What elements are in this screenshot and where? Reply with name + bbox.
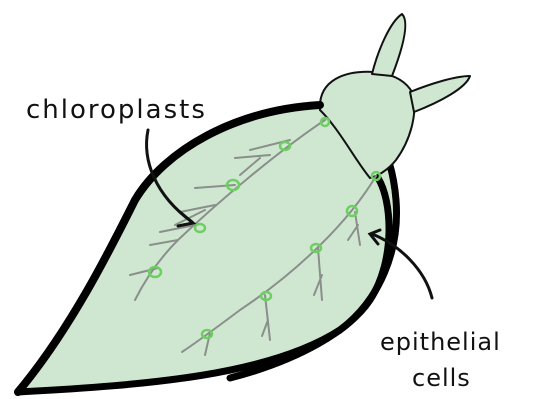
leaf-horn-right bbox=[410, 76, 470, 112]
label-cells: cells bbox=[412, 364, 471, 392]
label-chloroplasts: chloroplasts bbox=[26, 95, 207, 125]
label-epithelial: epithelial bbox=[380, 328, 501, 356]
leaf-horn-left bbox=[372, 14, 405, 76]
